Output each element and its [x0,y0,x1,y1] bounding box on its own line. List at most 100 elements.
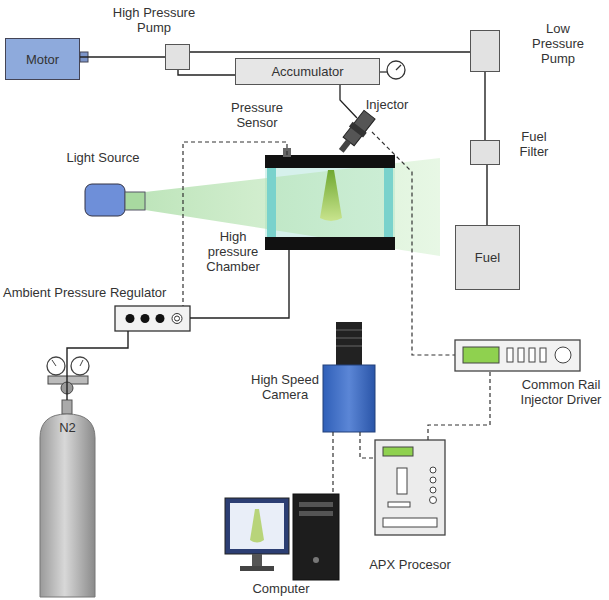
lamp-body [85,184,125,216]
node-label: Accumulator [271,64,343,79]
high-speed-camera: High Speed Camera [323,322,375,432]
lens-ring [336,346,362,347]
processor-button [430,477,436,483]
driver-display [463,347,499,363]
cylinder-gauge [71,357,89,375]
part-label: Injector [352,97,422,112]
camera-body [323,365,375,432]
lamp-nozzle [125,192,145,210]
gauge-needle [52,360,56,366]
node-heading: Low Pressure Pump [527,21,589,66]
lens-ring [336,338,362,339]
connector-line [67,331,128,400]
connector-line [428,371,490,440]
injector-body [334,109,377,156]
node-heading: Common Rail Injector Driver [517,377,605,407]
regulator-knob [126,314,135,323]
monitor-screen [230,503,284,549]
pipe-line [190,52,470,53]
monitor-frame [225,498,289,554]
pump-box: Low Pressure Pump [470,30,500,72]
accumulator-box: Accumulator [235,58,380,85]
connector-line [80,56,165,57]
driver-knob [555,347,571,363]
pipe-line [487,165,488,225]
gas-cylinder [40,414,95,597]
camera-lens [336,322,362,366]
gauge-stem [380,71,387,72]
pipe-line [67,331,128,400]
connector-line [190,51,470,52]
injector-driver: Common Rail Injector Driver [455,340,580,371]
signal-line [183,142,287,306]
node-heading: APX Procesor [355,557,465,572]
pipe-line [485,72,486,140]
regulator-knob [156,314,165,323]
signal-line [428,371,490,440]
computer: Computer [223,494,339,580]
node-heading: High pressure Chamber [205,229,261,274]
pressure-chamber: High pressure Chamber [265,155,395,250]
fuel-tank: Fuel [455,225,520,290]
light-beam [145,158,440,256]
lens-ring [336,330,362,331]
driver-button [518,348,524,362]
gauge-needle [80,360,83,366]
driver-button [540,348,546,362]
processor-slot [397,468,407,494]
cylinder-neck [62,400,72,414]
connector-line [360,432,375,458]
monitor-stand [252,554,262,566]
pump-box: High Pressure Pump [165,44,190,70]
motor-box: Motor [5,38,80,80]
processor-button [430,497,437,504]
node-heading: Light Source [43,150,163,165]
regulator-dial [175,316,180,321]
regulator-knob [141,314,150,323]
computer-tower [293,494,339,580]
processor-case [375,440,445,535]
pressure-gauge [387,61,405,79]
filter-box: Fuel Filter [470,140,500,165]
processor-slot [388,502,410,507]
processor-drive [383,518,437,527]
node-heading: High Pressure Pump [104,5,204,35]
tower-bay [299,502,333,507]
node-heading: Fuel Filter [513,129,555,159]
light-source: Light Source [85,184,125,216]
chamber-bar [265,237,395,250]
driver-button [529,348,535,362]
regulator-dial [172,314,182,324]
monitor-base [240,566,274,571]
node-heading: High Speed Camera [251,372,319,402]
tower-bay [299,511,333,516]
part-label: Pressure Sensor [224,100,290,130]
processor-button [430,487,436,493]
connector-line [332,432,333,494]
fuel-spray [320,170,342,221]
signal-wire [372,132,455,355]
regulator-panel [115,306,190,331]
power-button [313,557,319,563]
connector-line [183,142,287,306]
pipe-line [178,70,235,75]
node-heading: Ambient Pressure Regulator [3,285,193,300]
apx-processor: APX Procesor [375,440,445,535]
pressure-regulator: Ambient Pressure Regulator [115,306,190,331]
connector-line [178,70,235,75]
processor-button [430,467,436,473]
chamber-window [267,168,276,237]
connector-line [484,72,485,140]
fuel-line [340,85,357,118]
screen-spray [250,509,264,543]
gauge-needle [396,65,401,70]
nitrogen-cylinder: N2 [38,400,97,597]
node-label: Motor [26,52,59,67]
node-heading: Computer [223,581,339,596]
driver-button [507,348,513,362]
node-heading: N2 [38,420,97,435]
node-label: Fuel [475,250,500,265]
